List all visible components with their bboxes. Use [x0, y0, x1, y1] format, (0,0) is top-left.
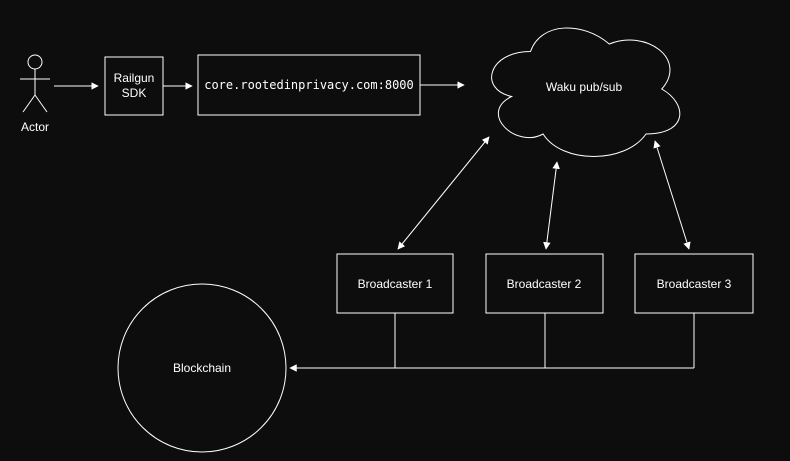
arrow-waku-broadcaster-1	[397, 136, 490, 250]
broadcaster-3-box	[634, 253, 754, 314]
blockchain-circle	[117, 283, 287, 453]
railgun-sdk-node: Railgun SDK	[104, 56, 164, 116]
endpoint-node: core.rootedinprivacy.com:8000	[197, 54, 421, 116]
actor-head	[27, 54, 43, 70]
railgun-sdk-box	[104, 56, 164, 116]
railgun-sdk-label-line2: SDK	[122, 86, 147, 100]
actor-node: Actor	[20, 54, 50, 134]
arrow-waku-broadcaster-2	[543, 161, 560, 250]
waku-cloud	[491, 27, 681, 157]
arrow-waku-broadcaster-3	[653, 140, 691, 250]
endpoint-label: core.rootedinprivacy.com:8000	[204, 78, 414, 92]
railgun-sdk-label-line1: Railgun	[114, 71, 155, 85]
broadcaster-2-node: Broadcaster 2	[485, 253, 604, 314]
actor-leg-left	[22, 94, 36, 113]
waku-label: Waku pub/sub	[546, 80, 623, 94]
actor-label: Actor	[21, 120, 49, 134]
broadcaster-1-node: Broadcaster 1	[336, 253, 454, 314]
actor-leg-right	[34, 94, 48, 113]
broadcaster-1-label: Broadcaster 1	[358, 277, 433, 291]
blockchain-node: Blockchain	[117, 283, 287, 453]
blockchain-label: Blockchain	[173, 361, 231, 375]
broadcaster-3-label: Broadcaster 3	[657, 277, 732, 291]
broadcaster-1-box	[336, 253, 454, 314]
broadcaster-2-box	[485, 253, 604, 314]
broadcaster-3-node: Broadcaster 3	[634, 253, 754, 314]
endpoint-box	[197, 54, 421, 116]
broadcaster-2-label: Broadcaster 2	[507, 277, 582, 291]
waku-node: Waku pub/sub	[491, 27, 681, 157]
